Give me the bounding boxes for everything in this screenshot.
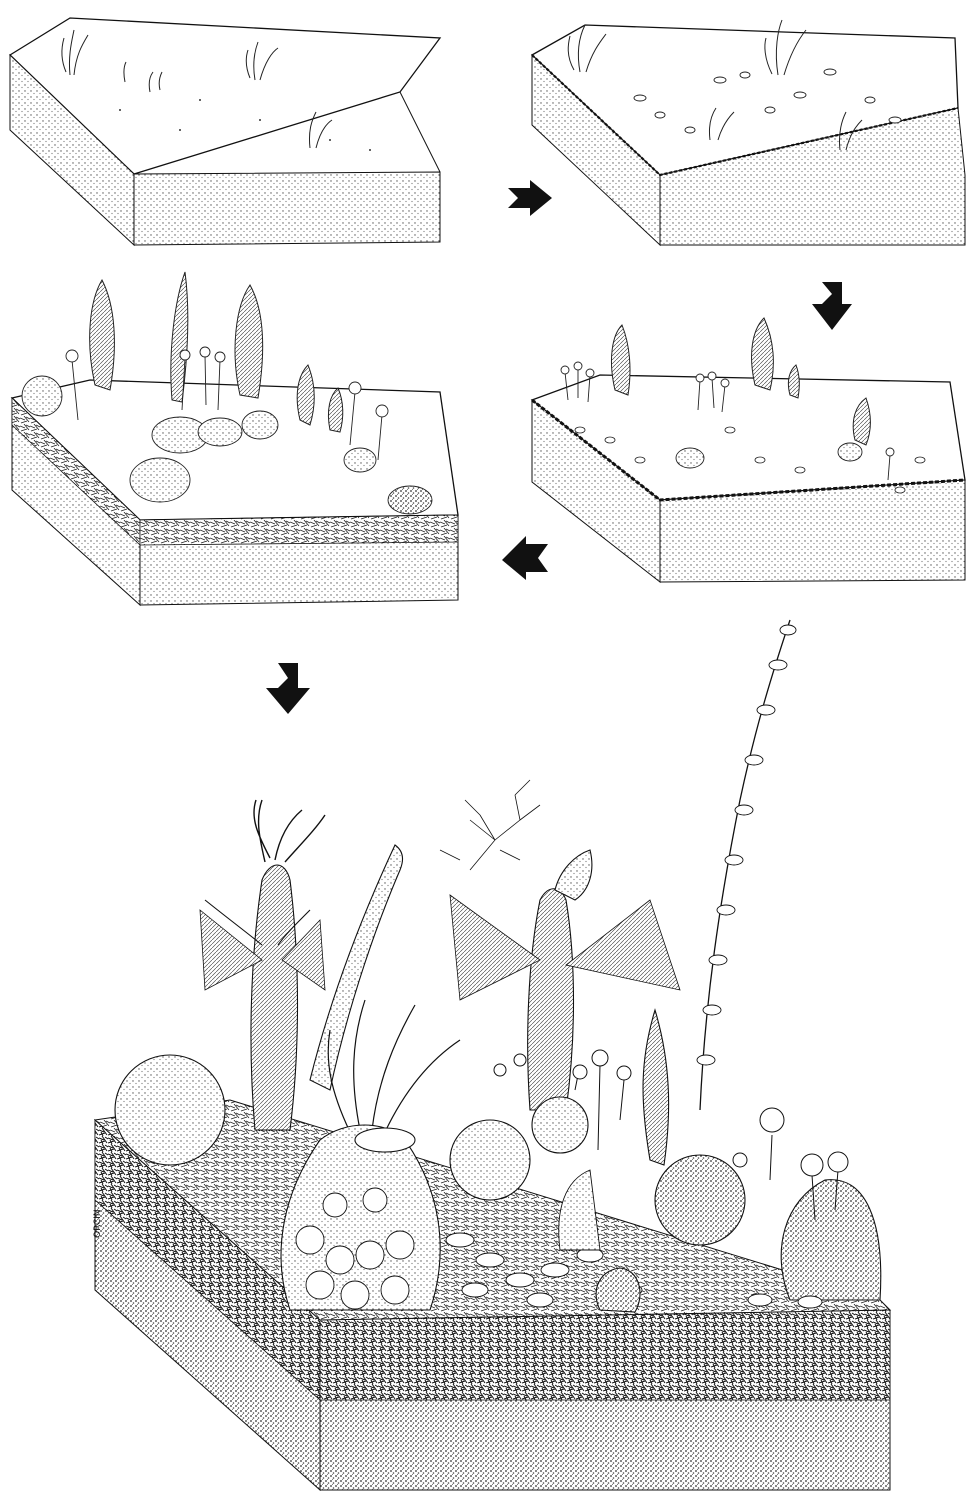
stage-4-block <box>532 318 965 582</box>
stage-5-frond-center <box>528 889 574 1110</box>
arrow-down-4 <box>266 663 310 714</box>
arrow-right-1 <box>508 180 552 216</box>
stage-5-beaded-chain <box>700 620 790 1110</box>
stage-5-sphere-left <box>115 1055 225 1165</box>
stage-5-frond-left <box>251 865 298 1130</box>
stage-5-sphere-right <box>781 1180 881 1300</box>
stage-5-spire <box>310 845 402 1090</box>
stage-1-block <box>10 18 440 245</box>
arrow-down-2 <box>812 282 852 330</box>
arrow-left-3 <box>502 536 548 580</box>
artist-signature: ORCIN <box>93 1209 103 1238</box>
stage-2-block <box>532 20 965 245</box>
stage-3-block <box>12 272 458 605</box>
